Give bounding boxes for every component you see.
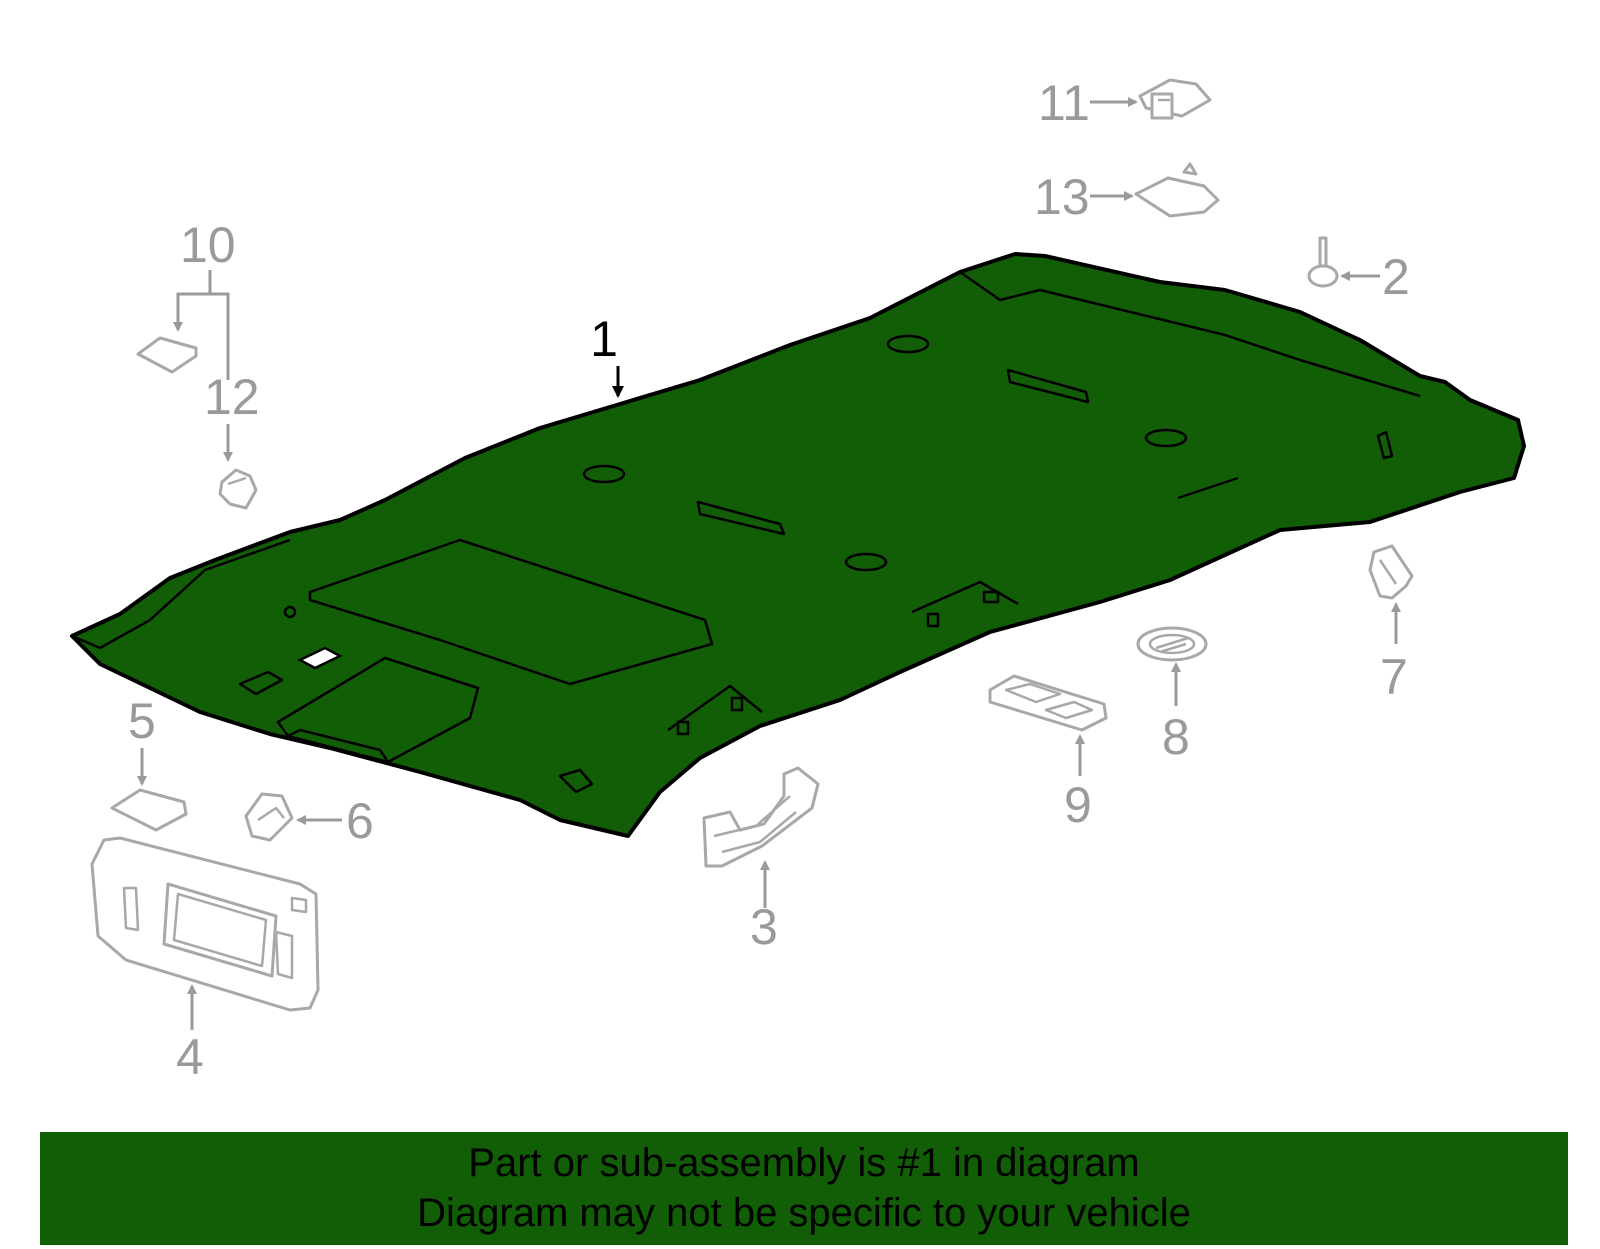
sun-visor-icon[interactable] bbox=[90, 836, 320, 1012]
visor-clip-cover-icon[interactable] bbox=[110, 788, 188, 832]
lamp-lens-icon[interactable] bbox=[1134, 162, 1220, 218]
callout-4: 4 bbox=[176, 1029, 204, 1085]
callout-6: 6 bbox=[346, 793, 374, 849]
callout-9: 9 bbox=[1064, 777, 1092, 833]
callout-13: 13 bbox=[1034, 169, 1090, 225]
callout-3: 3 bbox=[750, 899, 778, 955]
leader-10 bbox=[208, 270, 230, 380]
leader-10-branch bbox=[173, 292, 210, 332]
clip-icon[interactable] bbox=[218, 468, 258, 510]
lamp-assembly-icon[interactable] bbox=[1138, 78, 1212, 120]
callout-1: 1 bbox=[590, 311, 618, 367]
dome-lamp-icon[interactable] bbox=[1136, 626, 1208, 662]
callout-11: 11 bbox=[1038, 75, 1090, 131]
callout-7: 7 bbox=[1380, 649, 1408, 705]
callout-2: 2 bbox=[1382, 249, 1410, 305]
banner-line-2: Diagram may not be specific to your vehi… bbox=[417, 1191, 1191, 1235]
banner-line-1: Part or sub-assembly is #1 in diagram bbox=[468, 1141, 1140, 1185]
callout-12: 12 bbox=[204, 369, 260, 425]
grab-handle-icon[interactable] bbox=[702, 766, 820, 868]
info-banner: Part or sub-assembly is #1 in diagram Di… bbox=[40, 1132, 1568, 1245]
visor-clip-icon[interactable] bbox=[244, 792, 294, 842]
callout-8: 8 bbox=[1162, 709, 1190, 765]
bracket-icon[interactable] bbox=[136, 336, 198, 374]
callout-10: 10 bbox=[180, 217, 236, 273]
headliner-part-icon[interactable] bbox=[70, 252, 1526, 838]
push-pin-clip-icon[interactable] bbox=[1307, 236, 1339, 288]
map-lamp-icon[interactable] bbox=[988, 674, 1108, 732]
callout-5: 5 bbox=[128, 693, 156, 749]
trim-clip-icon[interactable] bbox=[1368, 544, 1414, 600]
